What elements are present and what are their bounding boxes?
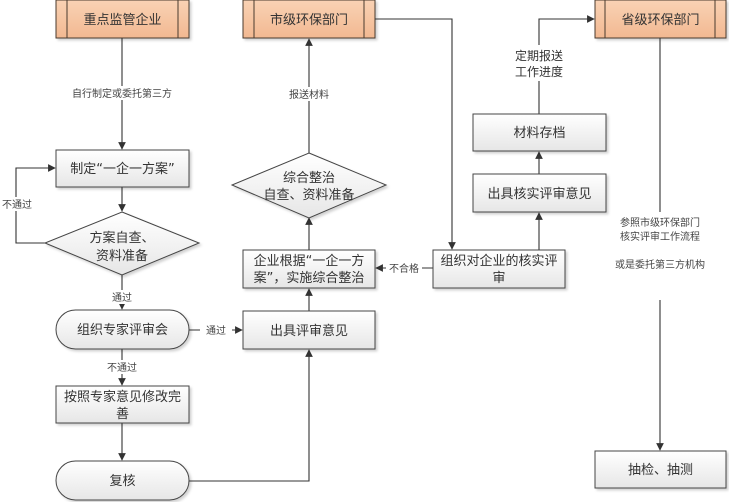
edge-label-fail-2: 不通过 [107, 361, 137, 374]
node-issue-opinion[interactable] [242, 310, 376, 350]
edge-label-self-or-third: 自行制定或委托第三方 [72, 87, 172, 100]
decision-rectify[interactable] [230, 152, 388, 219]
node-verify-review-label-1: 组织对企业的核实评 [440, 253, 557, 269]
lane-province-label: 省级环保部门 [621, 13, 699, 28]
node-make-plan-label: 制定“一企一方案” [70, 161, 174, 177]
edge-city-to-verify [375, 18, 456, 250]
node-expert-review[interactable] [55, 309, 190, 350]
lane-city [242, 0, 376, 39]
node-revise[interactable] [55, 385, 190, 424]
node-archive-label: 材料存档 [513, 126, 565, 141]
edge-label-fail-1: 不通过 [2, 198, 32, 211]
edge-label-unqualified: 不合格 [389, 262, 419, 275]
province-note-2: 核实评审工作流程 [620, 230, 700, 243]
node-expert-review-label: 组织专家评审会 [77, 322, 168, 338]
lane-enterprise [55, 0, 190, 39]
node-recheck-label: 复核 [109, 474, 135, 489]
node-issue-opinion-label: 出具评审意见 [270, 323, 348, 339]
lane-province [594, 0, 727, 39]
node-spot-check-label: 抽检、抽测 [628, 463, 693, 478]
node-spot-check[interactable] [594, 450, 727, 489]
node-implement-label-2: 案”，实施综合整治 [254, 271, 365, 286]
lane-enterprise-label: 重点监管企业 [83, 12, 161, 28]
node-revise-label-1: 按照专家意见修改完 [64, 389, 181, 405]
decision-rectify-label-2: 自查、资料准备 [263, 187, 354, 203]
node-verify-review-label-2: 审 [492, 271, 505, 286]
province-note-3: 或是委托第三方机构 [615, 258, 705, 271]
node-revise-label-2: 善 [116, 406, 129, 422]
node-implement[interactable] [242, 249, 376, 289]
edge-archive-to-province [538, 15, 595, 114]
node-verify-opinion[interactable] [472, 173, 607, 213]
edge-label-submit: 报送材料 [289, 88, 329, 101]
lane-city-label: 市级环保部门 [270, 12, 348, 28]
node-implement-label-1: 企业根据“一企一方 [254, 253, 365, 269]
node-verify-opinion-label: 出具核实评审意见 [487, 186, 591, 202]
decision-self-check[interactable] [43, 211, 201, 276]
decision-self-check-label-1: 方案自查、 [89, 230, 154, 246]
province-note-1: 参照市级环保部门 [620, 216, 700, 229]
edge-label-pass-1: 通过 [112, 291, 132, 304]
edge-label-pass-2: 通过 [206, 324, 226, 337]
node-verify-review[interactable] [432, 249, 566, 289]
node-make-plan[interactable] [55, 149, 190, 188]
edge-recheck-to-opinion [189, 349, 313, 482]
node-recheck[interactable] [55, 460, 190, 501]
edge-label-report-1: 定期报送 [515, 48, 563, 63]
decision-rectify-label-1: 综合整治 [283, 171, 335, 186]
node-archive[interactable] [472, 113, 607, 152]
decision-self-check-label-2: 资料准备 [96, 248, 148, 264]
edge-label-report-2: 工作进度 [515, 64, 563, 79]
